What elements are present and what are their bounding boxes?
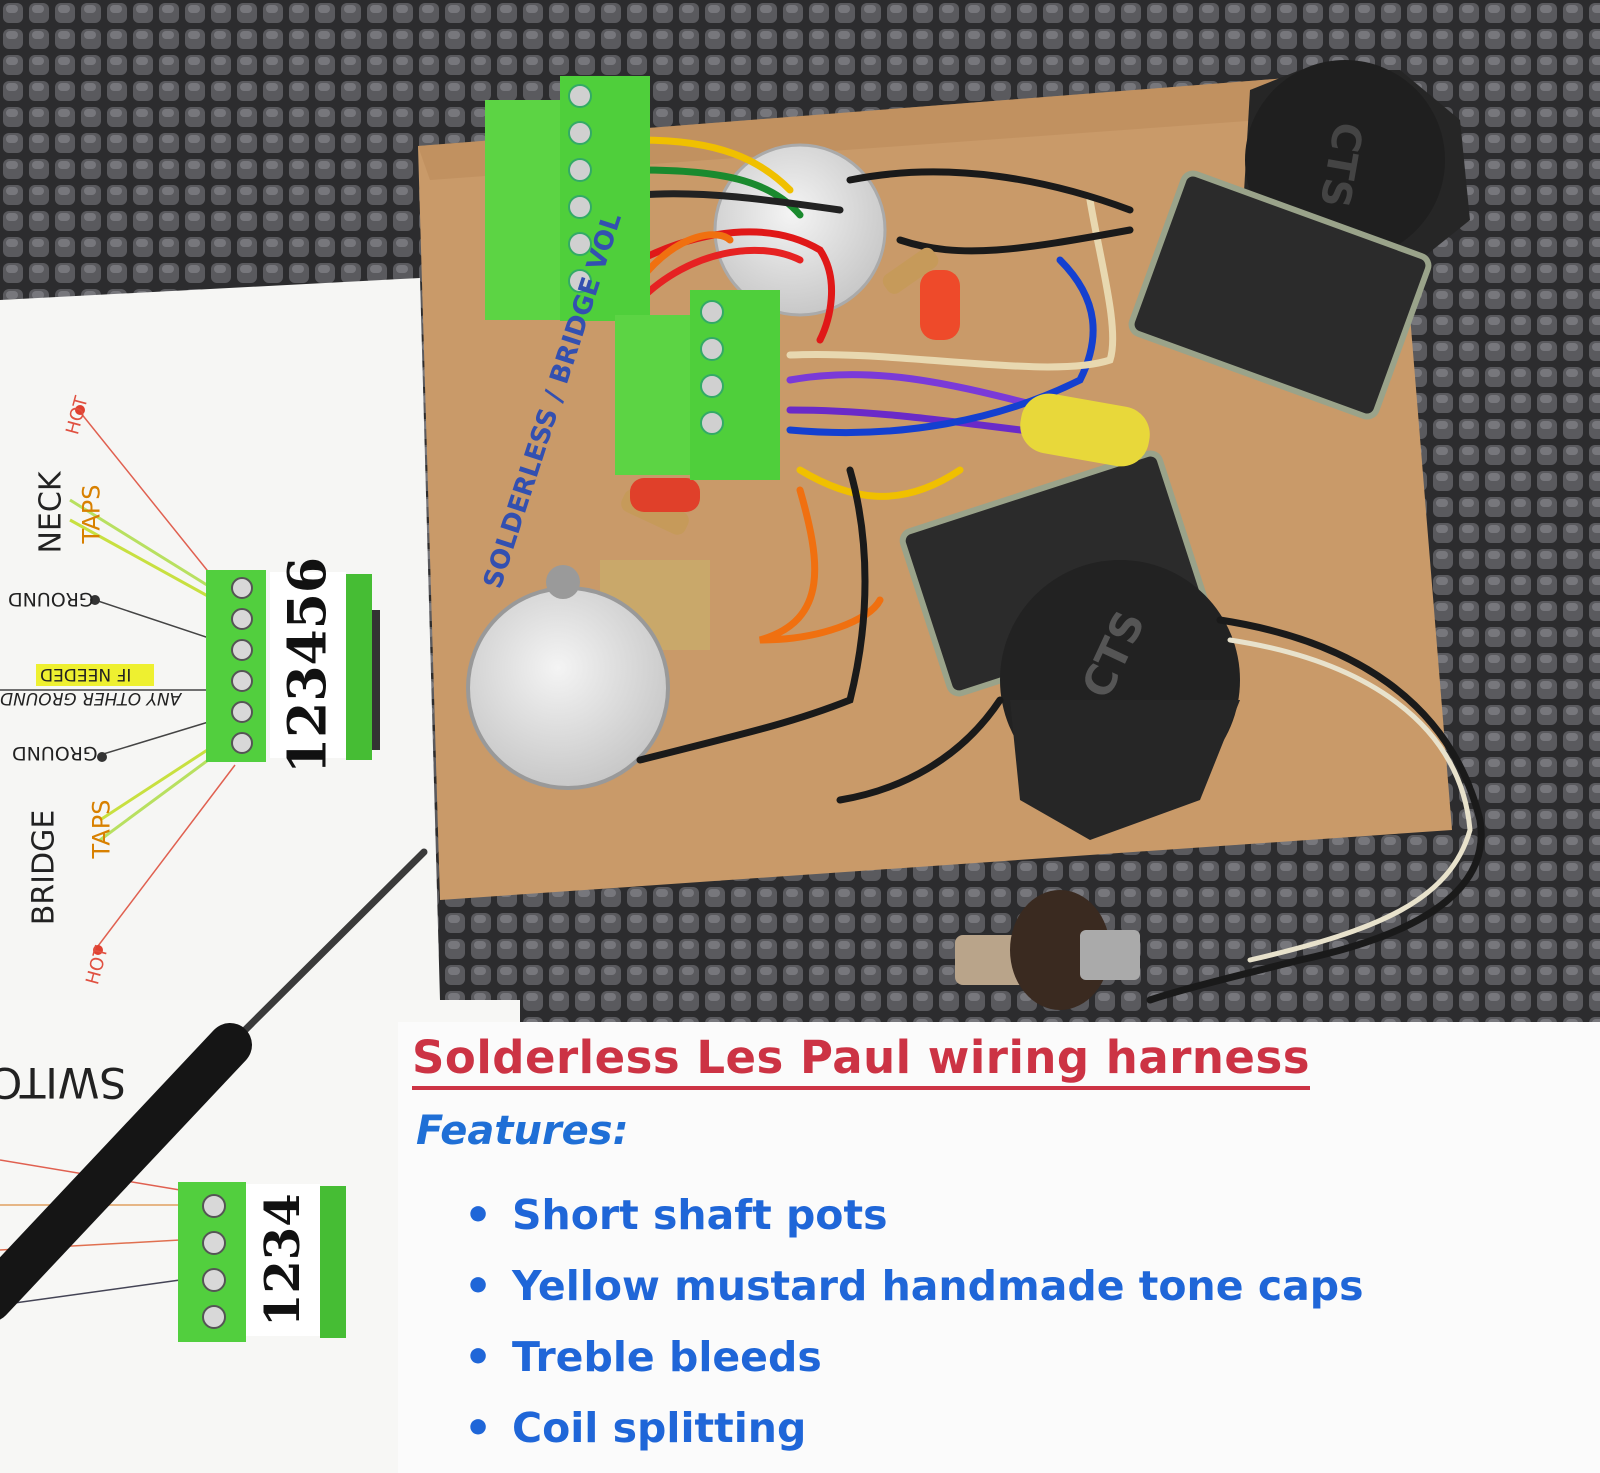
feature-item: Yellow mustard handmade tone caps: [464, 1251, 1364, 1322]
caption: Solderless Les Paul wiring harness Featu…: [402, 1030, 1600, 1473]
cts-pot-top-right: CTS: [1128, 60, 1470, 420]
screwdriver: [0, 848, 428, 1320]
bridge-label: BRIDGE: [26, 809, 62, 926]
neck-taps-label: TAPS: [77, 484, 106, 544]
cardboard-shade: [418, 70, 1400, 180]
silver-pot-left: [466, 560, 710, 790]
output-jack: [955, 890, 1140, 1010]
terminal-block-six-board: [485, 76, 650, 321]
feature-item: Short shaft pots: [464, 1180, 1364, 1251]
terminal-number-label-four: 1234: [246, 1184, 320, 1336]
bridge-taps-label: TAPS: [87, 799, 116, 859]
ground-label-neck: GROUND: [8, 588, 94, 610]
treble-bleed-cap-2: [630, 478, 700, 512]
diagram-wires: [0, 411, 236, 1306]
terminal-block-six-diagram: [206, 570, 380, 762]
features-heading: Features:: [416, 1108, 629, 1154]
any-other-ground-label: ANY OTHER GROUND: [0, 688, 182, 708]
ground-dot-neck: [90, 595, 100, 605]
ground-dot-bridge: [97, 752, 107, 762]
switch-label: SWITCH: [0, 1058, 126, 1107]
feature-item: Treble bleeds: [464, 1322, 1364, 1393]
caption-title: Solderless Les Paul wiring harness: [412, 1030, 1311, 1090]
yellow-tone-cap: [1020, 393, 1150, 467]
ground-label-bridge: GROUND: [12, 742, 98, 764]
features-list: Short shaft pots Yellow mustard handmade…: [464, 1180, 1364, 1464]
treble-bleed-cap-1: [920, 270, 960, 340]
terminal-block-four-diagram: [178, 1182, 346, 1342]
neck-label: NECK: [33, 471, 69, 554]
if-needed-highlight: [36, 664, 154, 686]
harness-wires: [636, 136, 1485, 1004]
terminal-block-four-board: [615, 290, 780, 480]
terminal-number-label-six: 123456: [270, 556, 346, 774]
hot-dot-neck: [75, 405, 85, 415]
feature-item: Coil splitting: [464, 1393, 1364, 1464]
if-needed-label: IF NEEDED: [40, 664, 132, 684]
cts-pot-bottom-right: CTS: [899, 450, 1240, 840]
hot-dot-bridge: [93, 945, 103, 955]
treble-bleed-resistor-1: [882, 247, 939, 294]
